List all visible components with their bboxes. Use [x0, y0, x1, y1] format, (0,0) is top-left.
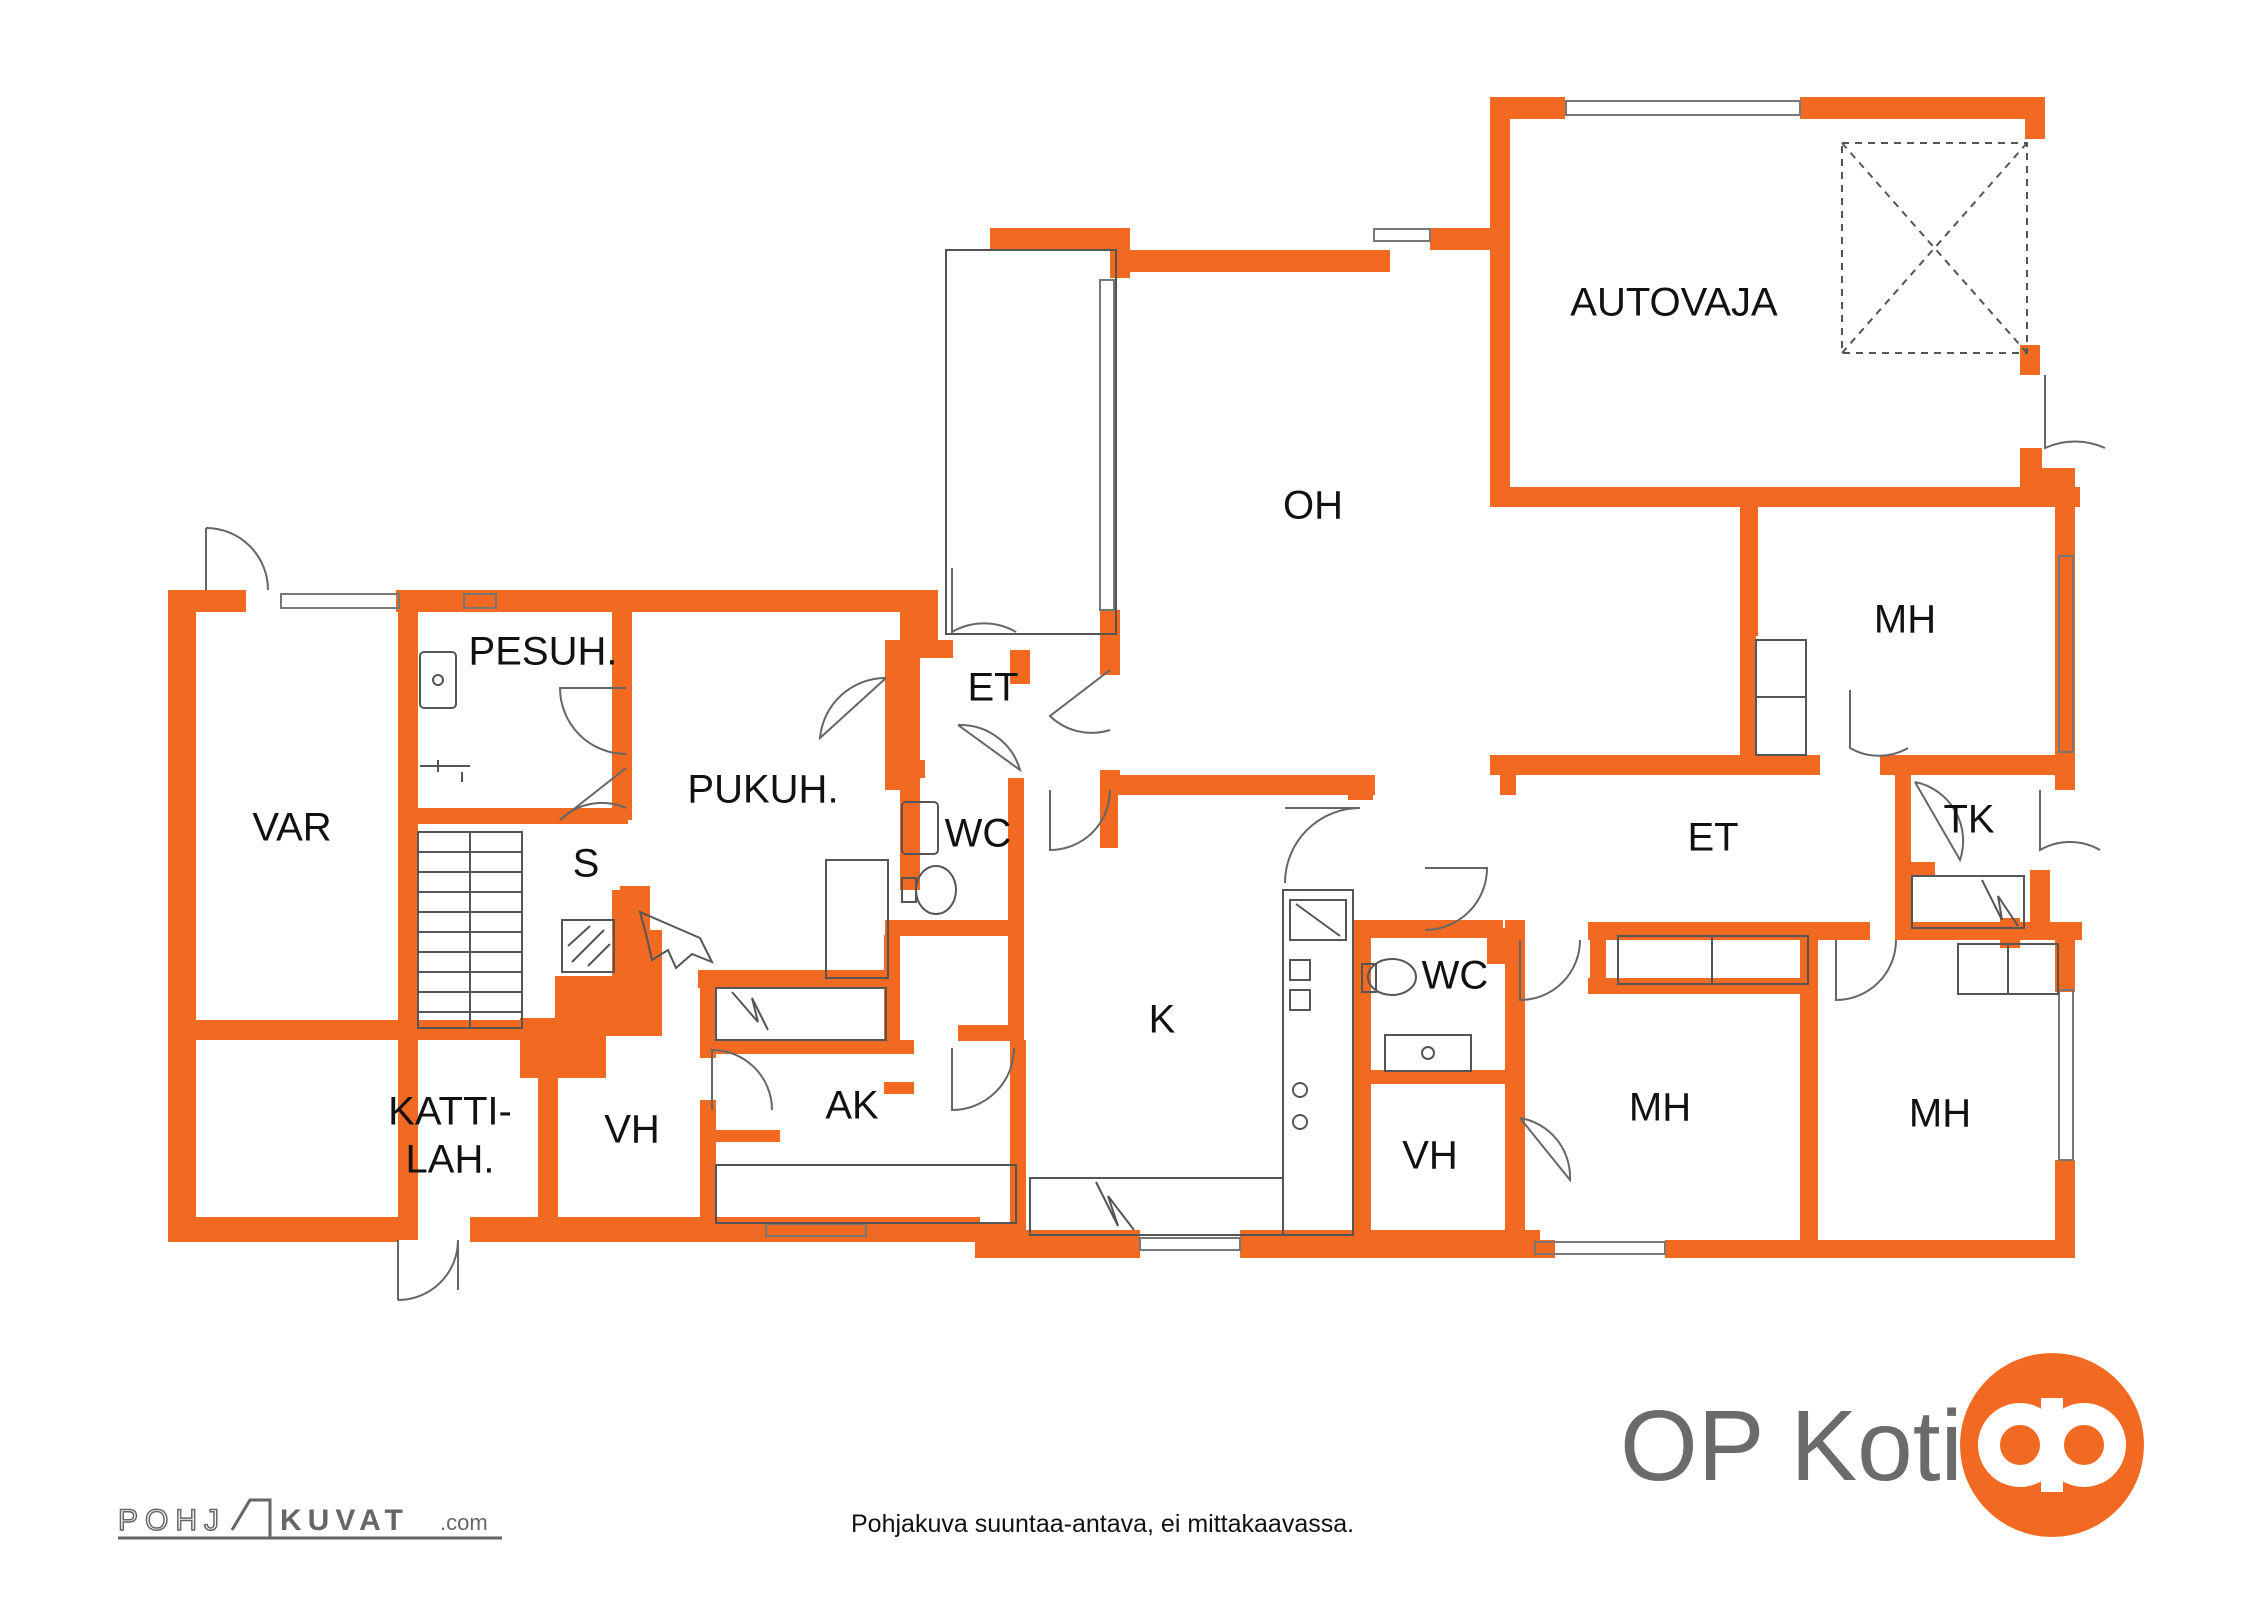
brand-name: OP Koti: [1620, 1390, 1963, 1502]
room-label-mh-top: MH: [1874, 598, 1936, 642]
pohjakuvat-credit: POHJ KUVAT .com: [117, 1498, 502, 1540]
doors: [205, 375, 2106, 1301]
op-logo-icon: [1960, 1353, 2144, 1537]
room-label-vh-right: VH: [1402, 1134, 1458, 1178]
room-label-mh-middle: MH: [1629, 1086, 1691, 1130]
room-label-ak: AK: [825, 1084, 879, 1128]
room-label-oh: OH: [1283, 484, 1343, 528]
windows: [280, 100, 2074, 1255]
credit-mark: [118, 1498, 502, 1540]
room-label-vh-left: VH: [604, 1108, 660, 1152]
credit-part-b: KUVAT: [280, 1504, 409, 1537]
disclaimer-text: Pohjakuva suuntaa-antava, ei mittakaavas…: [851, 1510, 1354, 1538]
credit-part-a: POHJ: [118, 1504, 226, 1537]
room-label-sauna: S: [573, 842, 600, 886]
room-label-et-hall: ET: [1687, 816, 1738, 860]
room-label-wc-left: WC: [945, 812, 1012, 856]
room-label-et-entry: ET: [967, 666, 1018, 710]
room-label-autovaja: AUTOVAJA: [1570, 281, 1778, 325]
room-label-wc-right: WC: [1422, 954, 1489, 998]
room-label-tk: TK: [1943, 798, 1994, 842]
room-label-lah: LAH.: [406, 1138, 495, 1182]
room-label-var: VAR: [252, 806, 331, 850]
room-label-katti: KATTI-: [388, 1090, 512, 1134]
credit-part-c: .com: [440, 1510, 488, 1535]
walls: [168, 97, 2082, 1258]
room-label-mh-right: MH: [1909, 1092, 1971, 1136]
room-label-pukuh: PUKUH.: [687, 768, 838, 812]
room-label-pesuh: PESUH.: [469, 630, 618, 674]
room-label-k: K: [1149, 998, 1176, 1042]
fixtures: [417, 142, 2059, 1236]
room-labels: VAR PESUH. S PUKUH. ET WC OH AUTOVAJA MH…: [252, 281, 1995, 1182]
